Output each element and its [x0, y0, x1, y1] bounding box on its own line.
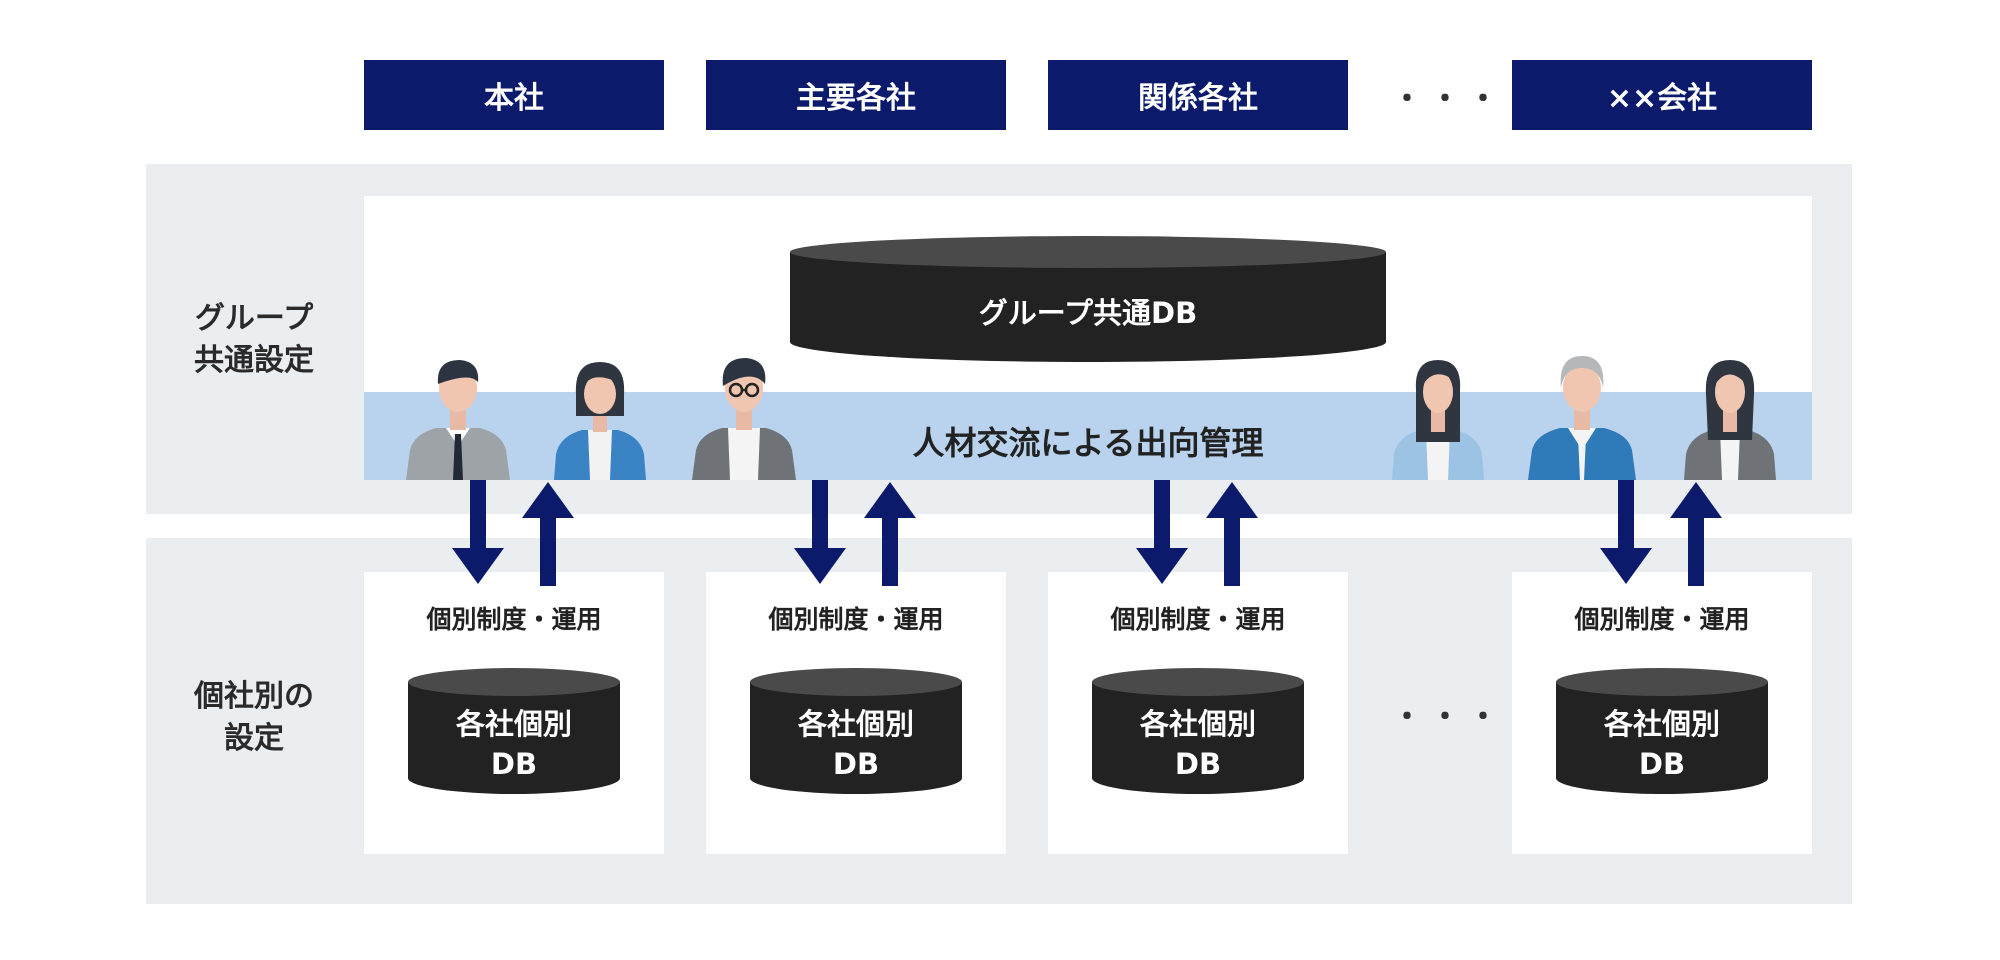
subsidiary-panel: 個別制度・運用 各社個別 DB — [706, 572, 1006, 854]
arrow-down-icon — [452, 480, 504, 584]
people-illustrations — [406, 356, 1776, 480]
db-label-line: 各社個別 — [797, 707, 914, 741]
person-woman-grey-icon — [1684, 360, 1776, 480]
subsidiary-rules-label: 個別制度・運用 — [768, 605, 944, 634]
arrow-up-icon — [1206, 482, 1258, 586]
group-settings-label: グループ 共通設定 — [154, 298, 354, 382]
subsidiary-db-cylinder: 各社個別 DB — [408, 666, 620, 794]
db-label-line: DB — [832, 747, 880, 781]
db-label: 各社個別 DB — [408, 704, 620, 784]
personnel-exchange-label: 人材交流による出向管理 — [912, 424, 1264, 462]
subsidiary-panel: 個別制度・運用 各社個別 DB — [1512, 572, 1812, 854]
company-label: 関係各社 — [1138, 81, 1258, 116]
db-label: 各社個別 DB — [750, 704, 962, 784]
arrow-down-icon — [1136, 480, 1188, 584]
individual-settings-label: 個社別の 設定 — [154, 676, 354, 760]
person-woman-blue-icon — [554, 362, 646, 480]
person-senior-man-icon — [1528, 356, 1636, 480]
company-header-honsha: 本社 — [364, 60, 664, 130]
person-woman-lightblue-icon — [1392, 360, 1484, 480]
db-label-line: DB — [490, 747, 538, 781]
label-line: 設定 — [224, 721, 284, 756]
subsidiary-rules-label: 個別制度・運用 — [1110, 605, 1286, 634]
company-label: 本社 — [484, 81, 544, 116]
company-header-major: 主要各社 — [706, 60, 1006, 130]
subsidiary-rules-label: 個別制度・運用 — [426, 605, 602, 634]
person-man-suit-icon — [406, 360, 510, 480]
arrow-up-icon — [864, 482, 916, 586]
company-header-xx: ××会社 — [1512, 60, 1812, 130]
subsidiary-panel: 個別制度・運用 各社個別 DB — [1048, 572, 1348, 854]
arrow-up-icon — [522, 482, 574, 586]
db-label-line: 各社個別 — [1139, 707, 1256, 741]
group-db-cylinder: グループ共通DB — [790, 234, 1386, 364]
db-shape — [1556, 668, 1768, 794]
db-label-line: DB — [1638, 747, 1686, 781]
company-label: 主要各社 — [796, 81, 916, 116]
subsidiary-panel: 個別制度・運用 各社個別 DB — [364, 572, 664, 854]
group-db-label: グループ共通DB — [978, 296, 1198, 330]
company-header-related: 関係各社 — [1048, 60, 1348, 130]
subsidiary-db-cylinder: 各社個別 DB — [1556, 666, 1768, 794]
db-shape — [750, 668, 962, 794]
arrow-down-icon — [794, 480, 846, 584]
subsidiary-db-cylinder: 各社個別 DB — [750, 666, 962, 794]
subsidiary-rules-label: 個別制度・運用 — [1574, 605, 1750, 634]
db-label-line: 各社個別 — [1603, 707, 1720, 741]
subsidiary-db-cylinder: 各社個別 DB — [1092, 666, 1304, 794]
db-label-line: 各社個別 — [455, 707, 572, 741]
label-line: グループ — [194, 301, 314, 336]
label-line: 個社別の — [194, 679, 314, 714]
db-label: 各社個別 DB — [1092, 704, 1304, 784]
group-db-shape — [790, 236, 1386, 362]
label-line: 共通設定 — [194, 343, 314, 378]
db-shape — [1092, 668, 1304, 794]
arrow-down-icon — [1600, 480, 1652, 584]
db-label-line: DB — [1174, 747, 1222, 781]
arrow-up-icon — [1670, 482, 1722, 586]
db-shape — [408, 668, 620, 794]
person-man-glasses-icon — [692, 358, 796, 480]
db-label: 各社個別 DB — [1556, 704, 1768, 784]
company-label: ××会社 — [1606, 81, 1718, 116]
